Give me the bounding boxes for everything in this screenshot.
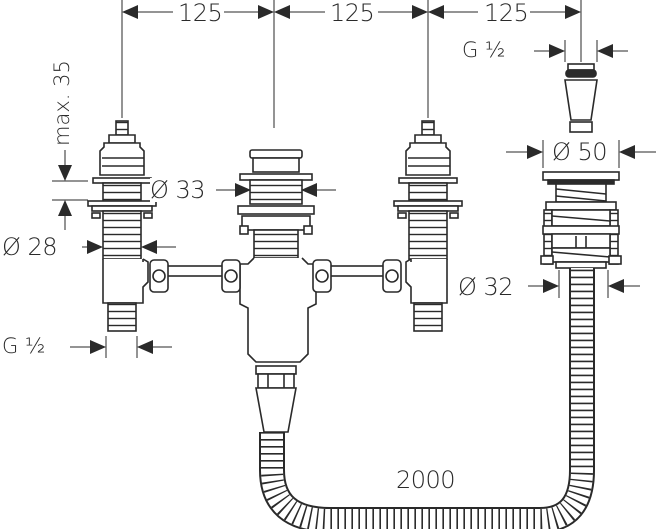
spout-adapter: [564, 63, 598, 133]
dimension-g-half-right: [534, 40, 628, 62]
flexible-hose: [259, 268, 595, 529]
union-nut: [382, 259, 402, 293]
label-dia-33: Ø 33: [150, 176, 206, 204]
left-valve: [87, 120, 157, 332]
label-g-half-left: G ½: [2, 334, 46, 358]
union-nut: [149, 259, 169, 293]
label-dia-28: Ø 28: [2, 233, 58, 261]
union-nut: [312, 259, 332, 293]
connecting-pipes: [149, 259, 402, 293]
label-g-half-right: G ½: [462, 38, 506, 62]
dimension-g-half-left: [70, 336, 172, 358]
dimension-dia-50: [506, 140, 656, 168]
right-valve: [393, 120, 463, 332]
label-max-35: max. 35: [50, 60, 74, 146]
label-125-left: 125: [176, 0, 225, 27]
label-dia-50: Ø 50: [550, 138, 610, 166]
union-nut: [221, 259, 241, 293]
central-diverter: [237, 149, 317, 433]
dimension-max-35: [52, 150, 88, 230]
spout-body: [540, 171, 622, 269]
dimension-chain-125: [121, 0, 582, 128]
label-hose-length-2000: 2000: [396, 466, 456, 494]
dimension-dia-32: [528, 270, 640, 298]
label-125-middle: 125: [328, 0, 377, 27]
label-125-right: 125: [482, 0, 531, 27]
label-dia-32: Ø 32: [458, 273, 514, 301]
